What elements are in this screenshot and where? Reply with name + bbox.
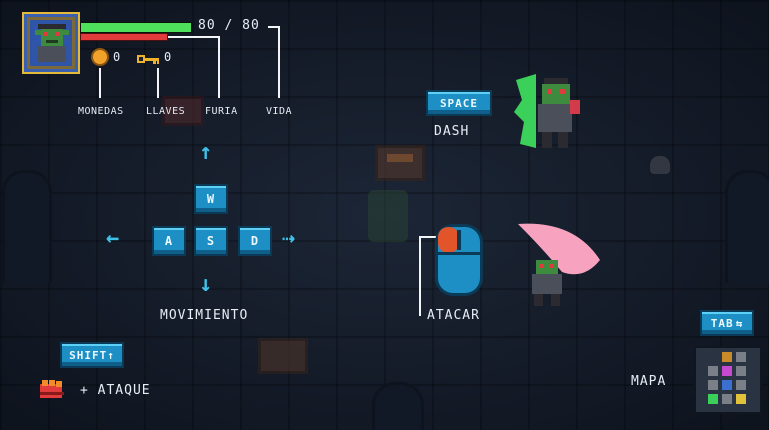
bg-goblin-ghost: [368, 190, 408, 242]
label-atacar: ATACAR: [427, 308, 480, 323]
label-furia: FURIA: [205, 106, 238, 117]
pointer-line-llaves: [157, 68, 159, 98]
keys-count: 0: [164, 50, 172, 64]
label-shift-ataque: + ATAQUE: [80, 383, 151, 398]
arrow-down-icon: ↓: [199, 272, 213, 297]
health-bar-fill: [81, 23, 191, 32]
label-vida: VIDA: [266, 106, 293, 117]
key-shift-label: SHIFT: [69, 348, 108, 362]
health-text: 80 / 80: [198, 18, 260, 33]
fist-icon: [38, 378, 66, 400]
bg-skull: [650, 156, 670, 174]
key-space: SPACE: [426, 90, 492, 116]
label-movimiento: MOVIMIENTO: [160, 308, 249, 323]
bg-chest: [375, 145, 425, 181]
label-mapa: MAPA: [631, 374, 667, 389]
bg-arch-bottom: [372, 382, 424, 430]
coin-icon: [91, 48, 109, 66]
bg-arch-left: [2, 170, 52, 283]
health-bar: [80, 22, 192, 33]
pointer-line-furia-h: [168, 36, 220, 38]
key-a: A: [152, 226, 186, 256]
shift-arrow-icon: ↑: [107, 348, 115, 362]
label-dash: DASH: [434, 124, 470, 139]
bg-chest-2: [258, 338, 308, 374]
attack-goblin-sprite: [514, 220, 606, 308]
label-monedas: MONEDAS: [78, 106, 124, 117]
arrow-left-icon: ←: [106, 226, 120, 251]
tab-arrows-icon: ⇆: [735, 316, 744, 330]
dash-goblin-sprite: [514, 72, 586, 152]
minimap: [694, 346, 762, 414]
key-shift: SHIFT↑: [60, 342, 124, 368]
bg-barrel: [162, 96, 204, 126]
label-llaves: LLAVES: [146, 106, 186, 117]
pointer-line-atacar-h: [419, 236, 443, 238]
player-portrait: [22, 12, 80, 74]
arrow-up-icon: ↑: [199, 140, 213, 165]
key-d: D: [238, 226, 272, 256]
bg-arch-right: [725, 170, 769, 283]
pointer-line-atacar-v: [419, 236, 421, 316]
pointer-line-furia-v: [218, 36, 220, 98]
pointer-line-vida-v: [278, 26, 280, 98]
key-tab: TAB⇆: [700, 310, 754, 336]
coins-count: 0: [113, 50, 121, 64]
key-s: S: [194, 226, 228, 256]
arrow-right-icon: ⇢: [282, 226, 296, 251]
rage-bar: [80, 33, 168, 41]
mouse-icon: [433, 222, 485, 298]
key-icon: [137, 50, 161, 64]
pointer-line-monedas: [99, 68, 101, 98]
pointer-line-vida-h: [268, 26, 280, 28]
key-tab-label: TAB: [710, 316, 734, 330]
key-w: W: [194, 184, 228, 214]
